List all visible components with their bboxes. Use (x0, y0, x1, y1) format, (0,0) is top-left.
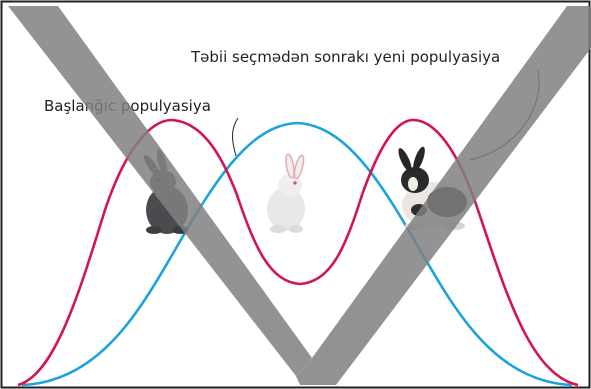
initial-population-curve (21, 121, 573, 387)
white-rabbit-icon (267, 153, 305, 233)
new-population-label: Təbii seçmədən sonrakı yeni populyasiya (190, 48, 500, 66)
watermark-v (8, 6, 591, 385)
initial-population-leader (232, 117, 239, 157)
